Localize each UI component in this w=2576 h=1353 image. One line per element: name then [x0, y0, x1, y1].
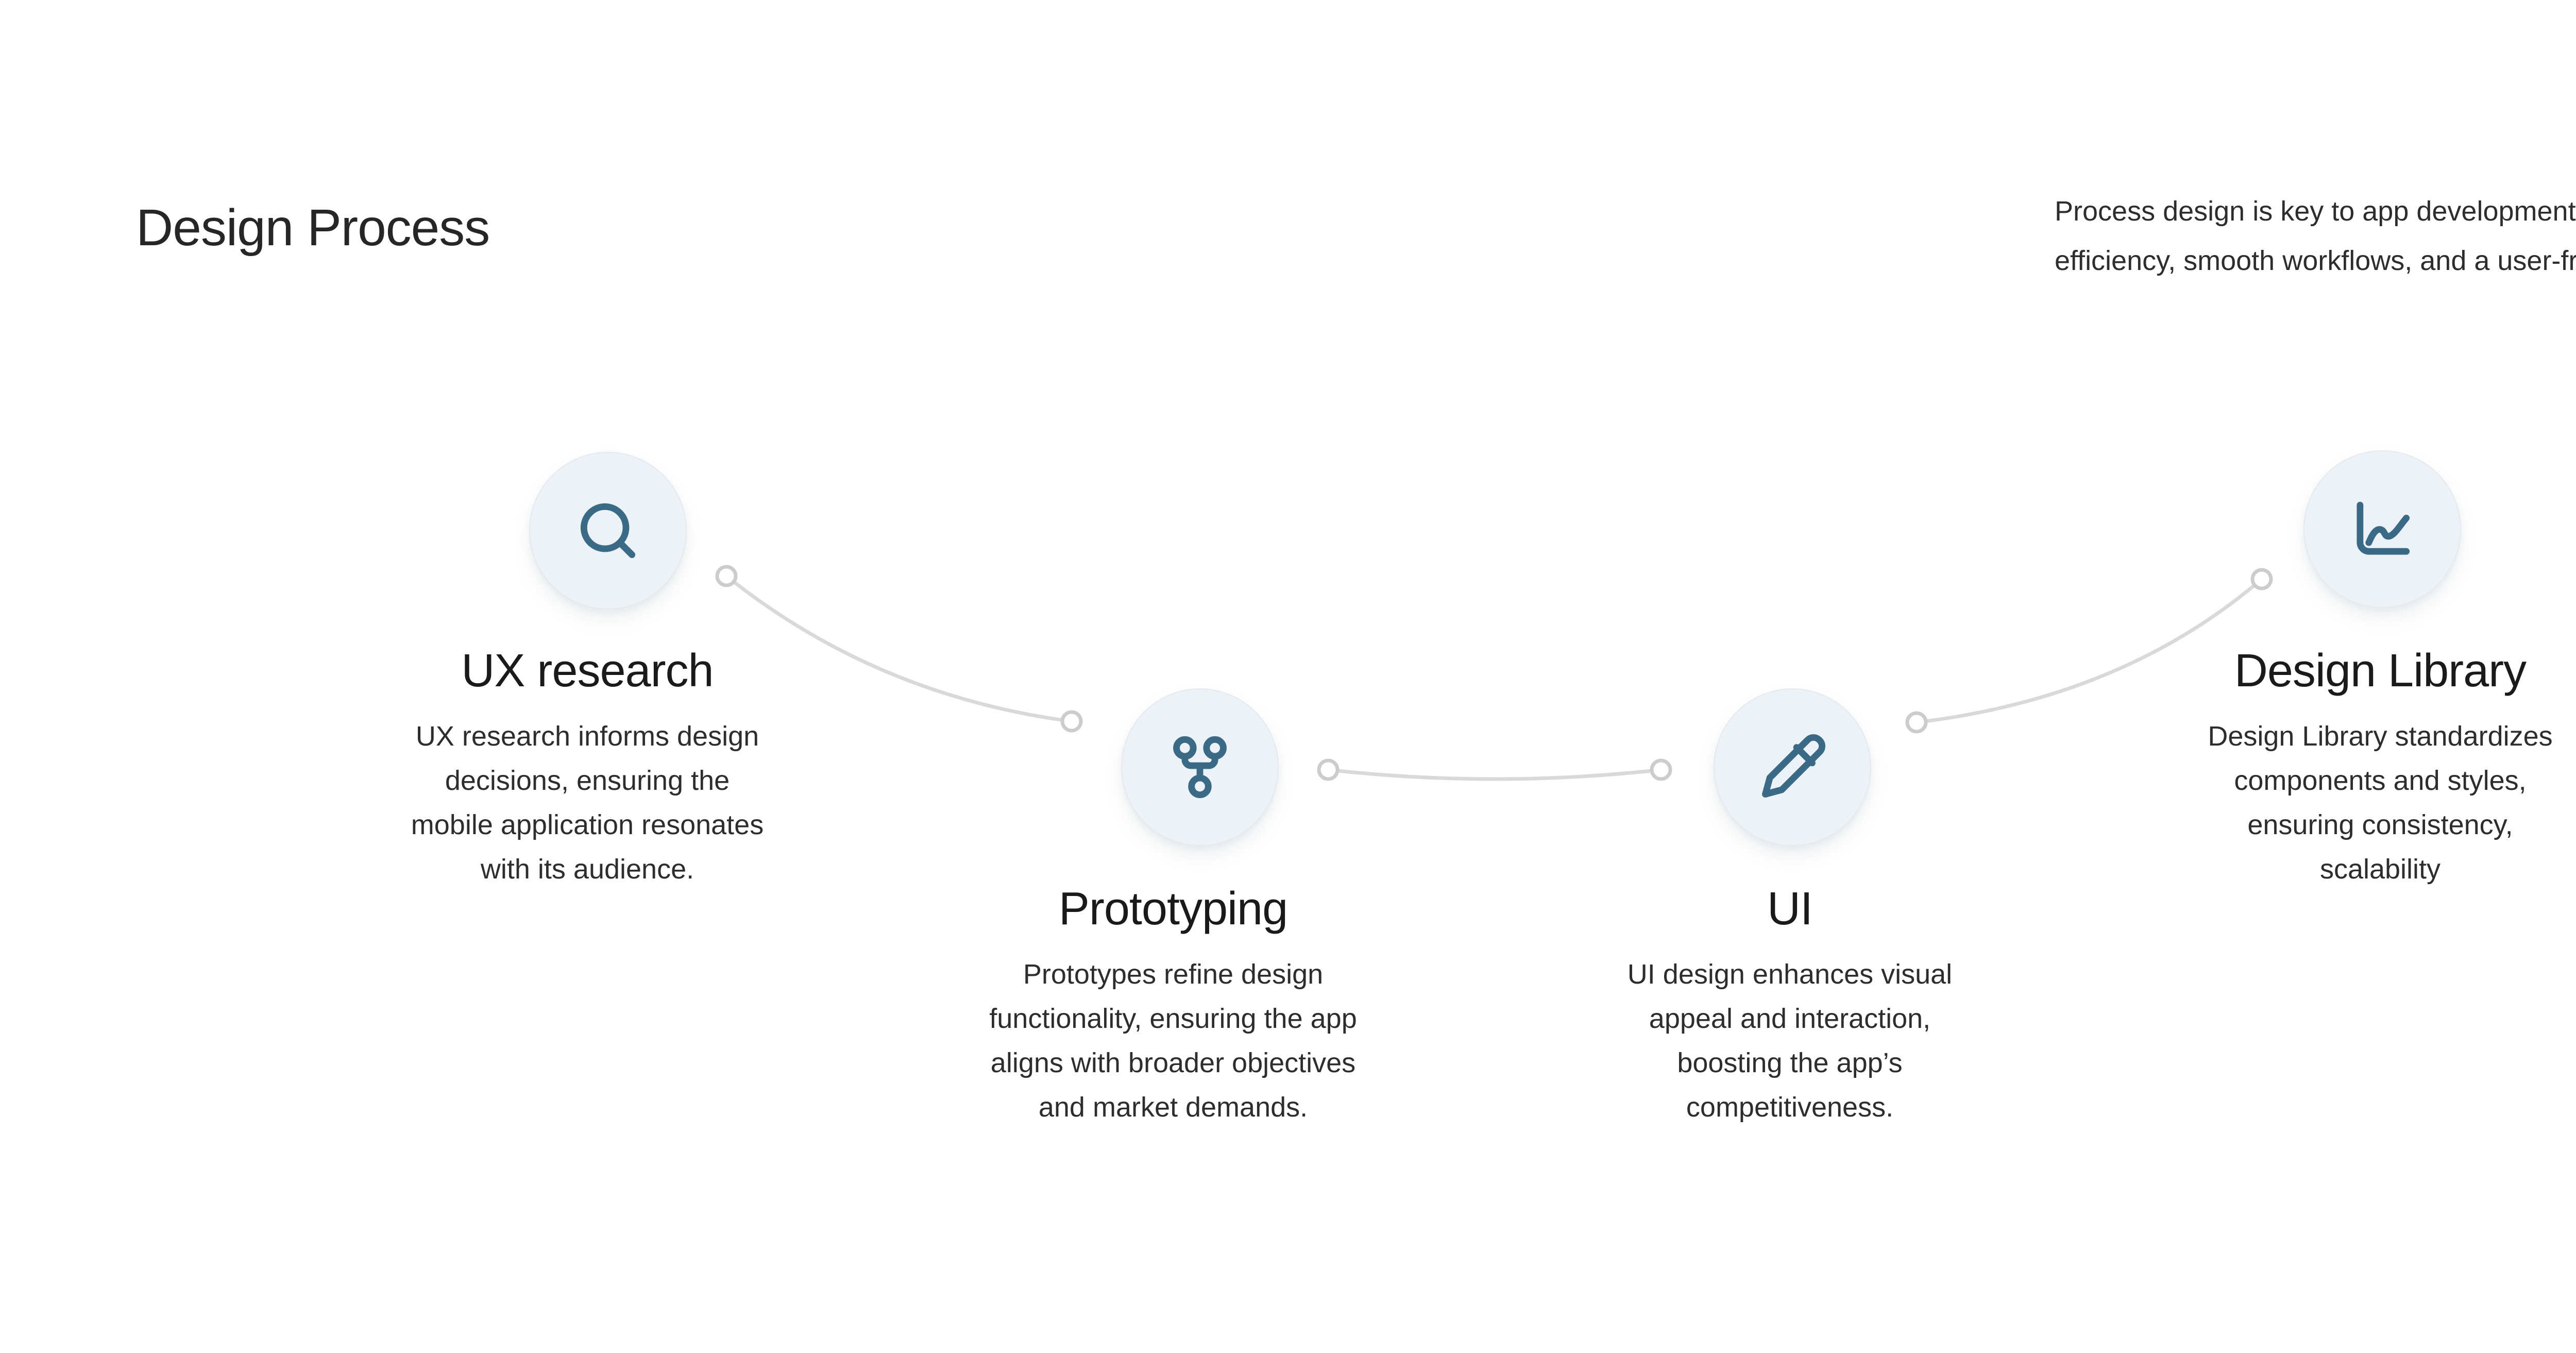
- connector-node: [1060, 710, 1083, 733]
- connector-node: [1317, 758, 1340, 781]
- step-description: UI design enhances visual appeal and int…: [1627, 959, 1953, 1123]
- step-description: Design Library standardizes components a…: [2208, 721, 2553, 885]
- connector-node: [2250, 568, 2273, 590]
- step-title: UX research: [461, 645, 714, 697]
- step-text-ux-research: UX research UX research informs design d…: [330, 643, 845, 891]
- connector-prototyping-to-ui: [1328, 768, 1662, 781]
- connector-ui-to-library: [1916, 578, 2263, 724]
- step-icon-circle-design-library: [2303, 450, 2461, 608]
- header-description-line: efficiency, smooth workflows, and a user…: [2055, 245, 2576, 276]
- git-fork-icon: [1164, 731, 1236, 803]
- connector-node: [1650, 758, 1672, 781]
- step-icon-circle-prototyping: [1121, 688, 1279, 846]
- search-icon: [572, 495, 644, 567]
- step-title: UI: [1767, 883, 1813, 935]
- step-text-prototyping: Prototyping Prototypes refine design fun…: [905, 881, 1441, 1129]
- pencil-icon: [1756, 731, 1828, 803]
- step-description: Prototypes refine design functionality, …: [989, 959, 1357, 1123]
- step-title: Prototyping: [1058, 883, 1288, 935]
- step-description: UX research informs design decisions, en…: [411, 721, 764, 885]
- step-title: Design Library: [2234, 645, 2527, 697]
- connector-node: [1905, 711, 1928, 734]
- step-text-design-library: Design Library Design Library standardiz…: [2123, 643, 2576, 891]
- step-icon-circle-ux-research: [529, 452, 687, 610]
- step-text-ui: UI UI design enhances visual appeal and …: [1522, 881, 2058, 1129]
- step-icon-circle-ui: [1714, 688, 1871, 846]
- connector-ux-to-prototyping: [725, 574, 1072, 723]
- page-title: Design Process: [136, 199, 490, 257]
- header-description: Process design is key to app development…: [2055, 187, 2576, 285]
- connector-node: [715, 565, 738, 587]
- line-chart-icon: [2346, 493, 2418, 565]
- header-description-line: Process design is key to app development…: [2055, 196, 2576, 227]
